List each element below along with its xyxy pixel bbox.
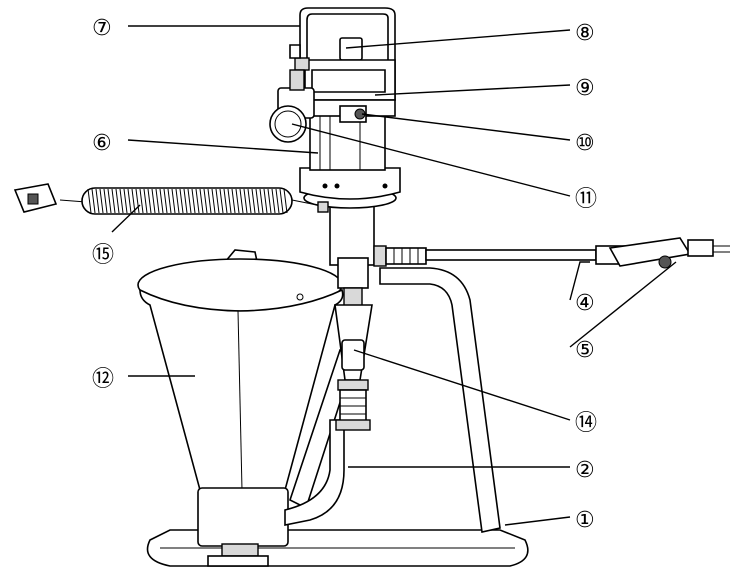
filter-body — [341, 339, 365, 371]
coiled-cable — [13, 183, 329, 215]
coil-turn — [155, 188, 160, 214]
coil-turn — [279, 188, 284, 214]
hopper-body — [139, 288, 344, 491]
coil-turn — [251, 188, 256, 214]
coil-turn — [163, 188, 168, 214]
coil-turn — [207, 188, 212, 214]
motor-housing — [299, 111, 401, 209]
callout-8: ⑧ — [575, 21, 595, 46]
coil-turn — [143, 188, 148, 214]
coil-turn — [191, 188, 196, 214]
coil-turn — [175, 188, 180, 214]
coil-turn — [111, 188, 116, 214]
suction-hose — [284, 419, 345, 526]
callout-14: ⑭ — [575, 411, 597, 436]
coil-turn — [115, 188, 120, 214]
coil-turn — [91, 188, 96, 214]
coil-turn — [159, 188, 164, 214]
coil-turn — [119, 188, 124, 214]
callout-4: ④ — [575, 291, 595, 316]
coil-turn — [275, 188, 280, 214]
callout-11: ⑪ — [575, 187, 597, 212]
callout-5: ⑤ — [575, 338, 595, 363]
coil-turn — [267, 188, 272, 214]
coil-turn — [179, 188, 184, 214]
coil-turn — [235, 188, 240, 214]
coil-turn — [203, 188, 208, 214]
coil-turn — [259, 188, 264, 214]
coil-turn — [199, 188, 204, 214]
coil-turn — [243, 188, 248, 214]
coil-turn — [223, 188, 228, 214]
coil-turn — [219, 188, 224, 214]
coil-turn — [263, 188, 268, 214]
coil-turn — [103, 188, 108, 214]
callout-7: ⑦ — [92, 16, 112, 41]
pump-head — [289, 7, 396, 117]
air-hose — [373, 237, 730, 269]
coil-turn — [123, 188, 128, 214]
hopper-outlet — [197, 487, 289, 547]
coil-turn — [187, 188, 192, 214]
callout-12: ⑫ — [92, 367, 114, 392]
coil-turn — [195, 188, 200, 214]
callout-1: ① — [575, 508, 595, 533]
coil-turn — [99, 188, 104, 214]
coil-turn — [247, 188, 252, 214]
coil-turn — [239, 188, 244, 214]
callout-labels: ⑦ ⑧ ⑨ ⑩ ⑥ ⑪ ⑮ ④ ⑤ ⑫ ⑭ ② ① — [92, 16, 597, 533]
callout-10: ⑩ — [575, 131, 595, 156]
coil-turn — [139, 188, 144, 214]
callout-2: ② — [575, 458, 595, 483]
coil-turn — [131, 188, 136, 214]
callout-9: ⑨ — [575, 76, 595, 101]
coil-turn — [255, 188, 260, 214]
shut-off-valve — [608, 237, 692, 267]
coil-turn — [183, 188, 188, 214]
coil-turn — [211, 188, 216, 214]
coil-turn — [227, 188, 232, 214]
coil-turn — [231, 188, 236, 214]
coil-turn — [283, 188, 288, 214]
coil-turn — [167, 188, 172, 214]
hopper — [137, 249, 344, 567]
callout-15: ⑮ — [92, 243, 114, 268]
air-regulator — [269, 69, 367, 143]
coil-turn — [135, 188, 140, 214]
coil-turn — [95, 188, 100, 214]
coil-turn — [151, 188, 156, 214]
coil-turn — [107, 188, 112, 214]
coil-turn — [127, 188, 132, 214]
callout-6: ⑥ — [92, 131, 112, 156]
coil-turn — [147, 188, 152, 214]
coil-turn — [171, 188, 176, 214]
coil-turn — [271, 188, 276, 214]
leader-lines — [111, 25, 677, 526]
coil-turn — [87, 188, 92, 214]
coil-turn — [215, 188, 220, 214]
